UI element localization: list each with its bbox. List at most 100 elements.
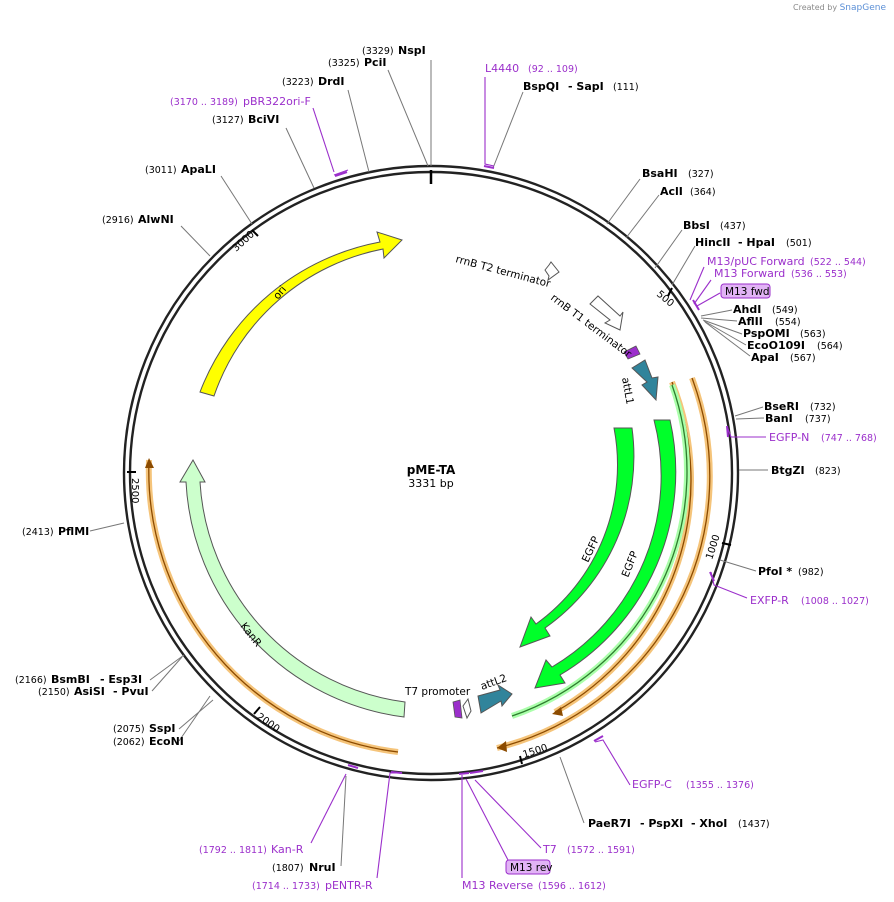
enzyme-name-ahdi: AhdI (733, 303, 761, 316)
enzyme-name-sapi: - SapI (568, 80, 604, 93)
enzyme-pos-bseri: (732) (810, 402, 836, 413)
enzyme-name-pcii: PciI (364, 56, 386, 69)
enzyme-name-pspomi: PspOMI (743, 327, 790, 340)
credit-prefix: Created by (793, 3, 838, 12)
feature-label-attl1: attL1 (619, 376, 636, 405)
feature-egfp-inner (519, 427, 635, 648)
enzyme-pos-sspi: (2075) (113, 724, 145, 735)
enzyme-pos-btgzi: (823) (815, 466, 841, 477)
primer-name-m13-reverse: M13 Reverse (462, 879, 533, 892)
feature-rrnb-t1 (589, 295, 624, 331)
enzyme-pos-bsmbi: (2166) (15, 675, 47, 686)
enzyme-name-bbsi: BbsI (683, 219, 710, 232)
primer-name-m13-puc-forward: M13/pUC Forward (707, 255, 805, 268)
enzyme-pos-drdi: (3223) (282, 77, 314, 88)
enzyme-pos-pcii: (3325) (328, 58, 360, 69)
enzyme-pos-bsahi: (327) (688, 169, 714, 180)
tick-label-2500: 2500 (129, 478, 140, 503)
enzyme-name-econi: EcoNI (149, 735, 184, 748)
enzyme-leader-lines (89, 60, 768, 867)
primer-name-exfp-r: EXFP-R (750, 594, 789, 607)
feature-kanr (179, 458, 406, 718)
primer-range-m13-puc-forward: (522 .. 544) (810, 257, 866, 268)
orf-arcs (145, 376, 713, 755)
primer-range-pentr-r: (1714 .. 1733) (252, 881, 320, 892)
primer-range-m13-forward: (536 .. 553) (791, 269, 847, 280)
enzyme-pos-ahdi: (549) (772, 305, 798, 316)
enzyme-name-apai: ApaI (751, 351, 779, 364)
enzyme-name-hincii: HincII (695, 236, 731, 249)
enzyme-name3-xhoi: XhoI (699, 817, 727, 830)
feature-rrnb-t2 (544, 261, 560, 282)
enzyme-name2-esp3i: Esp3I (108, 673, 142, 686)
primer-name-m13-rev: M13 rev (510, 862, 553, 874)
enzyme-name-nrui: NruI (309, 861, 336, 874)
enzyme-pos-apali: (3011) (145, 165, 177, 176)
enzyme-name-bseri: BseRI (764, 400, 799, 413)
primer-range-m13-reverse: (1596 .. 1612) (538, 881, 606, 892)
enzyme-name-sspi: SspI (149, 722, 175, 735)
primer-range-egfp-c: (1355 .. 1376) (686, 780, 754, 791)
enzyme-pos-pspomi: (563) (800, 329, 826, 340)
enzyme-name-xhoi: - XhoI (691, 817, 727, 830)
enzyme-pos-asisi: (2150) (38, 687, 70, 698)
primer-site-marker-2 (452, 699, 463, 719)
primer-name-pentr-r: pENTR-R (325, 879, 373, 892)
feature-egfp-outer (534, 419, 677, 689)
enzyme-pos-ecoo109i: (564) (817, 341, 843, 352)
enzyme-pos-aflii: (554) (775, 317, 801, 328)
enzyme-name-nspi: NspI (398, 44, 426, 57)
enzyme-name-apali: ApaLI (181, 163, 216, 176)
feature-attl1 (631, 359, 659, 402)
enzyme-name-pfoi: PfoI * (758, 565, 792, 578)
enzyme-pos-acli: (364) (690, 187, 716, 198)
enzyme-name-acli: AclI (660, 185, 683, 198)
primer-sites (334, 165, 729, 775)
enzyme-name2-pvui: PvuI (121, 685, 148, 698)
feature-t7-promoter (462, 697, 472, 720)
enzyme-name-pvui: - PvuI (113, 685, 149, 698)
enzyme-pos-pflmi: (2413) (22, 527, 54, 538)
primer-range-l4440: (92 .. 109) (528, 64, 578, 75)
tick-label-3000: 3000 (231, 229, 257, 254)
snapgene-credit: Created by SnapGene (793, 3, 886, 13)
primer-name-pbr322ori-f: pBR322ori-F (243, 95, 311, 108)
enzyme-name-pspxi: - PspXI (640, 817, 683, 830)
enzyme-name2-pspxi: PspXI (648, 817, 683, 830)
enzyme-name2-hpai: HpaI (746, 236, 775, 249)
feature-label-rrnb-t2: rrnB T2 terminator (454, 253, 552, 290)
primer-range-egfp-n: (747 .. 768) (821, 433, 877, 444)
enzyme-name-btgzi: BtgZI (771, 464, 805, 477)
enzyme-name2-sapi: SapI (576, 80, 603, 93)
tick-label-2000: 2000 (254, 711, 281, 735)
enzyme-name-alwni: AlwNI (138, 213, 174, 226)
enzyme-name-bsahi: BsaHI (642, 167, 678, 180)
enzyme-pos-bspqi: (111) (613, 82, 639, 93)
plasmid-size: 3331 bp (408, 477, 453, 490)
feature-ori (199, 231, 403, 397)
enzyme-pos-bcivi: (3127) (212, 115, 244, 126)
enzyme-pos-paer7i: (1437) (738, 819, 770, 830)
feature-label-t7-promoter: T7 promoter (404, 686, 471, 698)
enzyme-name-paer7i: PaeR7I (588, 817, 631, 830)
enzyme-name-bani: BanI (765, 412, 793, 425)
enzyme-name-pflmi: PflMI (58, 525, 89, 538)
snapgene-logo: SnapGene (839, 3, 886, 13)
enzyme-pos-hincii: (501) (786, 238, 812, 249)
enzyme-name-esp3i: - Esp3I (100, 673, 142, 686)
feature-attl2 (477, 683, 513, 714)
primer-badge-m13-rev (505, 859, 551, 875)
primer-labels: L4440 (92 .. 109) (3170 .. 3189) pBR322o… (170, 62, 877, 892)
primer-badge-m13-fwd (720, 283, 771, 299)
enzyme-pos-nspi: (3329) (362, 46, 394, 57)
enzyme-name-ecoo109i: EcoO109I (747, 339, 805, 352)
primer-name-kan-r: Kan-R (271, 843, 304, 856)
primer-name-egfp-n: EGFP-N (769, 431, 809, 444)
enzyme-pos-krui: (1807) (272, 863, 304, 874)
enzyme-pos-apai: (567) (790, 353, 816, 364)
enzyme-name-aflii: AflII (738, 315, 763, 328)
enzyme-name-bsmbi: BsmBI (51, 673, 90, 686)
enzyme-pos-bani: (737) (805, 414, 831, 425)
enzyme-pos-bbsi: (437) (720, 221, 746, 232)
